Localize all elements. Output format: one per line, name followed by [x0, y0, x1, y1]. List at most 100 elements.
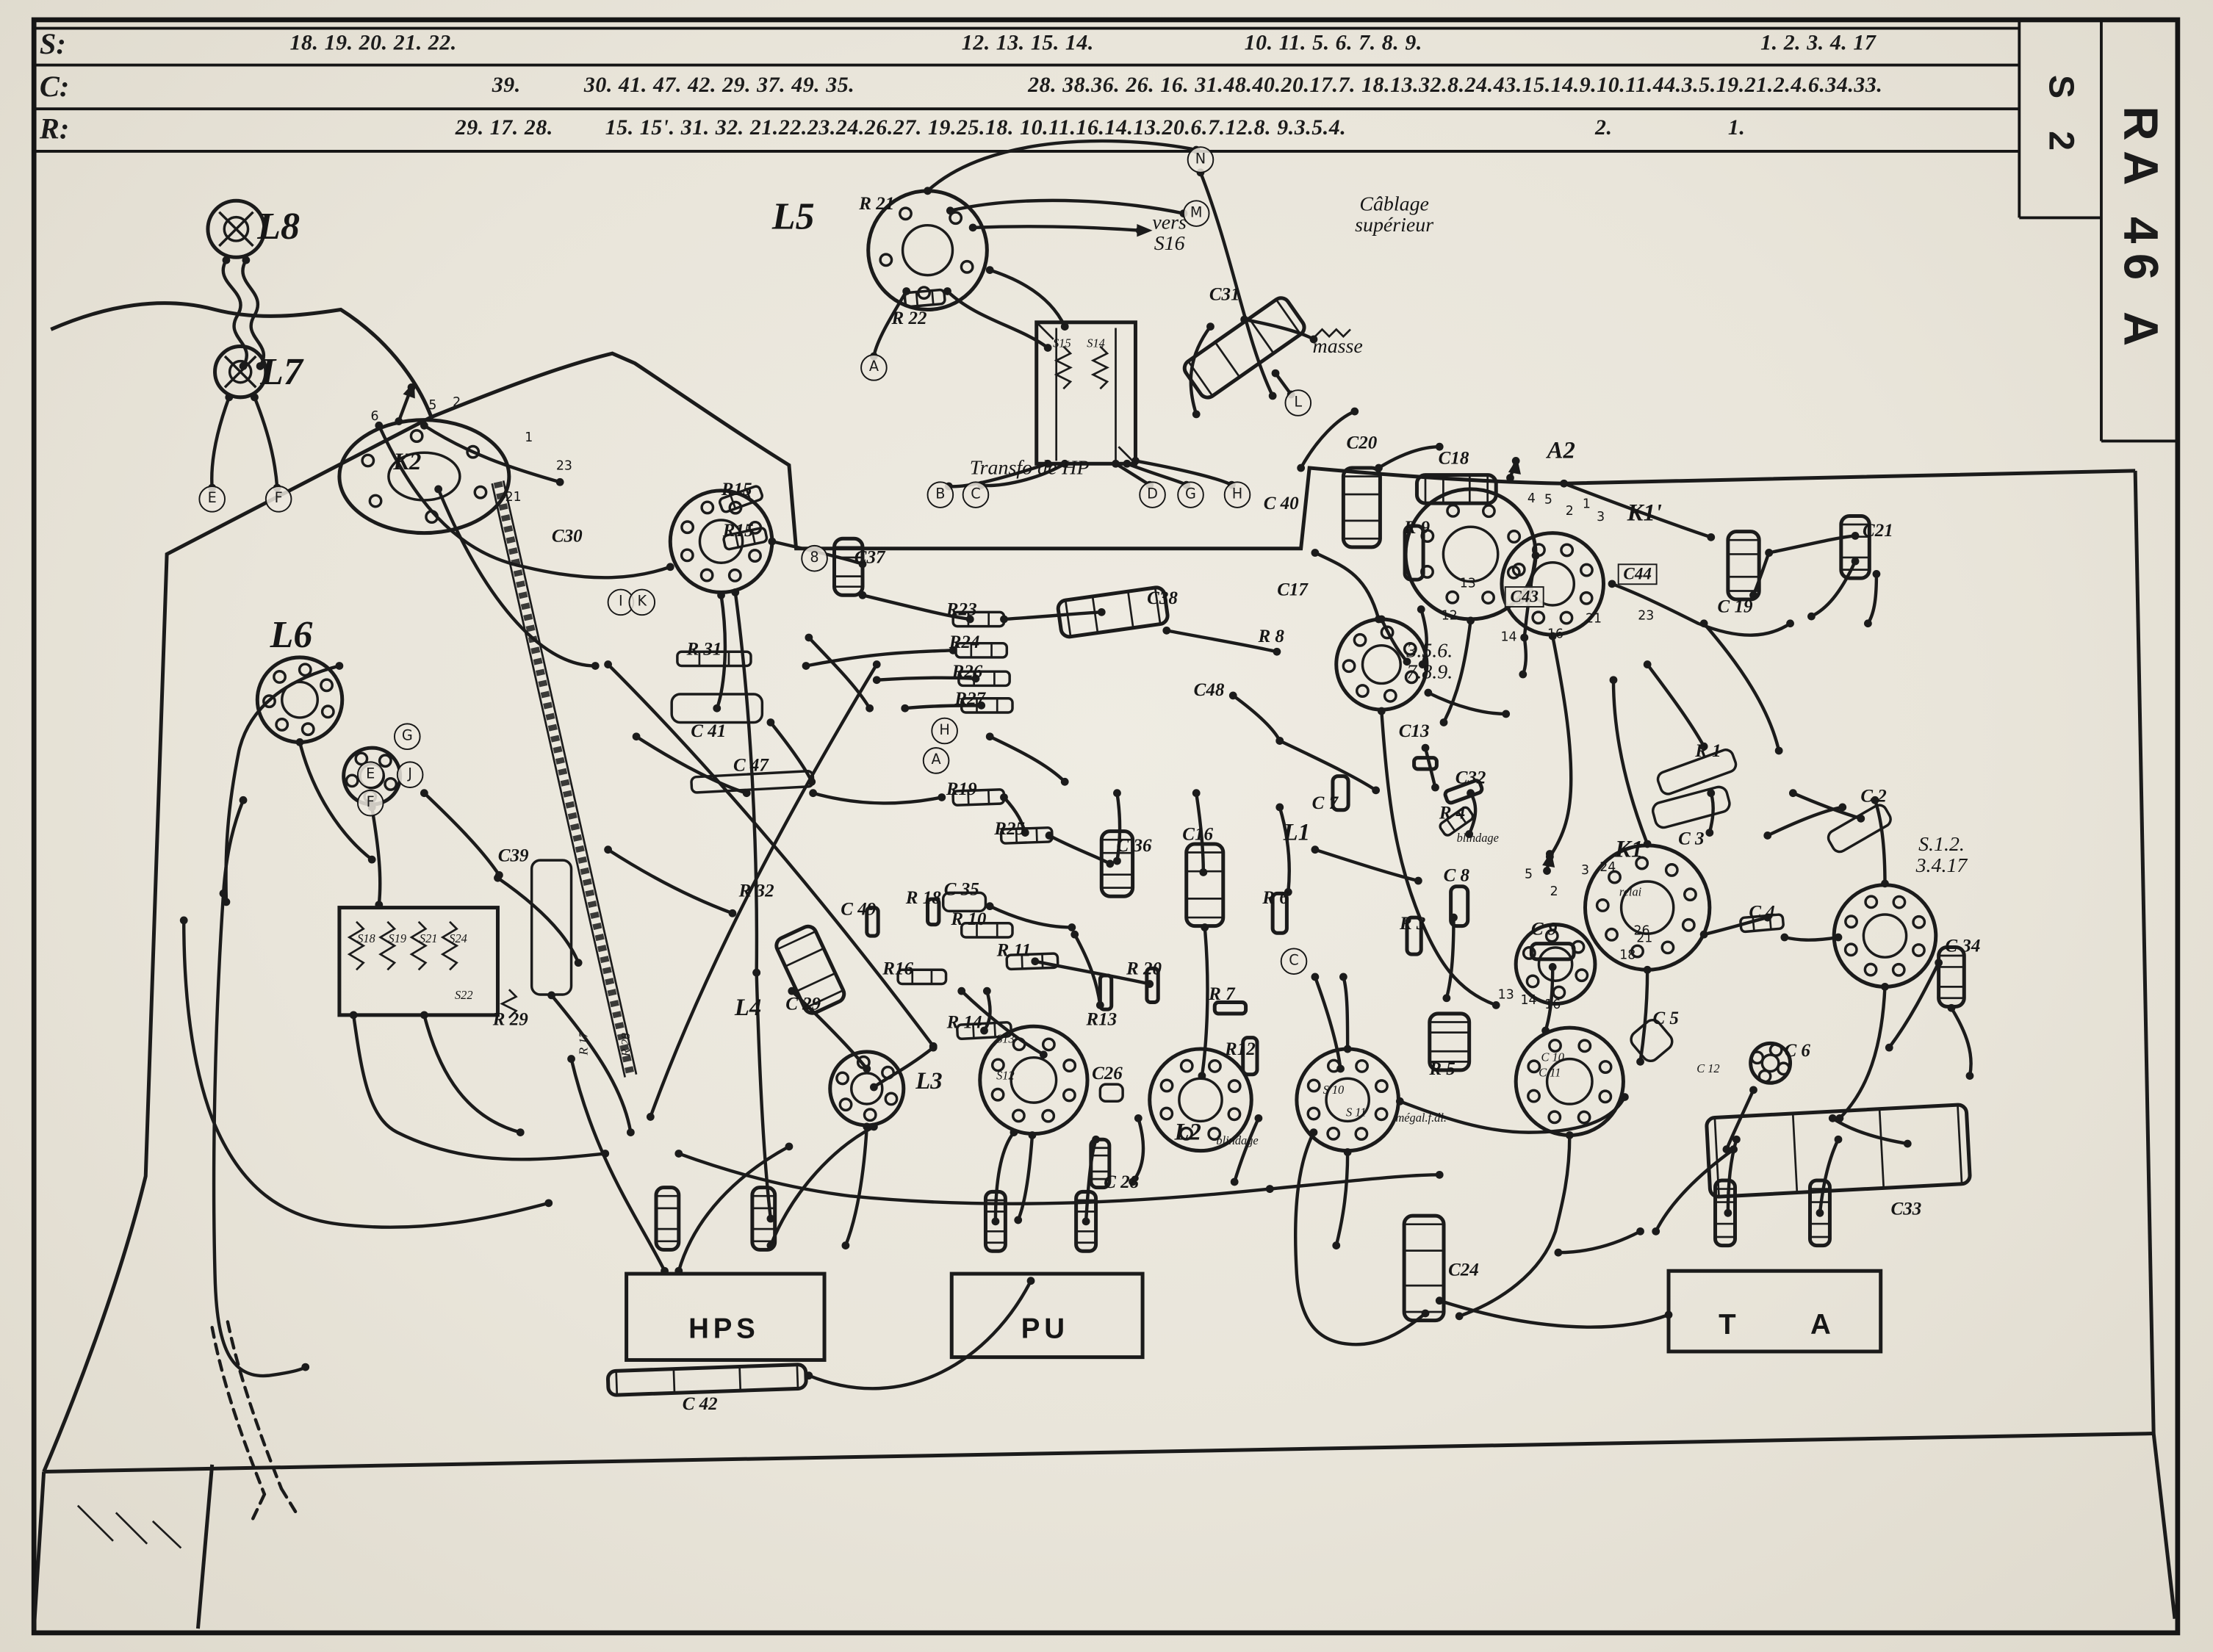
component-label: R15 — [721, 477, 752, 499]
terminal-letter: H — [1223, 481, 1251, 508]
component-label: A2 — [1547, 436, 1575, 464]
pin-number: 18 — [1619, 948, 1636, 964]
component-label: R 14 — [946, 1011, 982, 1033]
pin-number: 21 — [1636, 931, 1653, 947]
pin-number: 2 — [1565, 505, 1574, 519]
terminal-letter: 8 — [801, 544, 828, 572]
pin-number: 6 — [370, 410, 379, 425]
component-label: R 6 — [1262, 887, 1289, 908]
component-label: C 40 — [1263, 492, 1299, 513]
component-label: S21 — [419, 931, 438, 945]
terminal-letter: B — [926, 481, 954, 508]
sheet-number-box: S 2 — [2022, 23, 2098, 215]
terminal-letter: A — [922, 747, 950, 774]
component-label: C43 — [1504, 586, 1544, 607]
annotation-note: masse — [1312, 335, 1363, 358]
annotation-note: Câblage supérieur — [1355, 193, 1434, 238]
header-numbers: 1. 2. 3. 4. 17 — [1760, 31, 1876, 56]
pin-number: 21 — [505, 491, 522, 505]
component-label: C 42 — [682, 1393, 718, 1414]
header-row-label: R: — [39, 112, 70, 146]
component-label: L5 — [771, 195, 815, 238]
component-label: C24 — [1448, 1258, 1479, 1280]
pin-number: 14 — [1500, 630, 1517, 646]
component-label: C 11 — [1539, 1065, 1561, 1080]
component-label: C 7 — [1311, 792, 1339, 813]
terminal-board-label: T — [1719, 1310, 1741, 1341]
component-label: C37 — [854, 546, 885, 568]
header-numbers: 1. — [1727, 115, 1746, 140]
sheet-code: RA 46 A — [2113, 105, 2167, 356]
component-label: R 21 — [859, 192, 895, 214]
header-row-label: C: — [39, 69, 70, 104]
component-label: R 17 — [575, 1031, 591, 1056]
component-label: L6 — [270, 613, 313, 656]
header-numbers: 29. 17. 28. — [455, 115, 553, 140]
terminal-letter: J — [396, 761, 424, 788]
component-label: C48 — [1193, 679, 1225, 701]
component-label: C 12 — [1696, 1061, 1720, 1075]
component-label: C 6 — [1784, 1039, 1810, 1061]
header-numbers: 18. 19. 20. 21. 22. — [289, 31, 457, 56]
pin-number: 5 — [1544, 494, 1552, 508]
component-label: C 28 — [1104, 1170, 1140, 1192]
pin-number: 1 — [525, 431, 533, 446]
component-label: C 4 — [1749, 901, 1775, 923]
component-label: C 5 — [1652, 1006, 1679, 1028]
terminal-board-label: A — [1810, 1310, 1835, 1341]
component-label: K1' — [1627, 499, 1662, 527]
component-label: R 18 — [905, 887, 941, 908]
component-label: R 9 — [1403, 516, 1431, 538]
header-numbers: 2. — [1594, 115, 1613, 140]
annotation-note: S.1.2. 3.4.17 — [1915, 834, 1968, 879]
component-label: R15 — [722, 519, 754, 541]
component-label: R 29 — [492, 1008, 528, 1030]
pin-number: 24 — [1600, 861, 1616, 876]
annotation-note: 3.5.6. 7.8.9. — [1406, 640, 1453, 685]
component-label: C16 — [1182, 823, 1213, 845]
component-label: R13 — [1086, 1008, 1118, 1030]
pin-number: 13 — [1459, 577, 1476, 592]
sheet-number: S 2 — [2041, 75, 2081, 162]
component-label: S 11 — [1345, 1105, 1367, 1119]
component-label: R23 — [946, 598, 977, 620]
component-label: C20 — [1346, 431, 1378, 453]
terminal-letter: C — [1280, 948, 1308, 975]
component-label: C38 — [1147, 587, 1178, 608]
component-label: C 9 — [1530, 917, 1558, 939]
component-label: R 3 — [1399, 912, 1426, 934]
pin-number: 14 — [1520, 994, 1537, 1009]
component-label: C30 — [551, 524, 583, 547]
pin-number: 16 — [1544, 998, 1561, 1013]
component-label: S22 — [454, 987, 473, 1002]
component-label: C31 — [1209, 283, 1240, 305]
terminal-letter: G — [1177, 481, 1204, 508]
header-numbers: 15. 15'. 31. 32. 21.22.23.24.26.27. 19.2… — [605, 115, 1347, 140]
header-numbers: 10. 11. 5. 6. 7. 8. 9. — [1244, 31, 1422, 56]
terminal-letter: K — [628, 588, 656, 616]
header-numbers: 28. 38.36. 26. 16. 31.48.40.20.17.7. 18.… — [1028, 73, 1883, 98]
component-label: S24 — [449, 931, 467, 945]
annotation-note: vers S16 — [1152, 212, 1187, 256]
component-label: C 35 — [943, 878, 979, 900]
terminal-letter: A — [860, 354, 888, 381]
component-label: S 10 — [1323, 1082, 1345, 1097]
component-label: S15 — [1053, 336, 1071, 350]
component-label: mégal.f.dl. — [1395, 1110, 1447, 1125]
component-label: S12 — [996, 1068, 1015, 1083]
component-label: L3 — [915, 1067, 943, 1094]
terminal-letter: E — [198, 486, 226, 513]
terminal-letter: C — [962, 481, 990, 508]
component-label: C21 — [1863, 519, 1893, 541]
header-numbers: 39. — [492, 73, 521, 98]
pin-number: 1 — [1582, 498, 1591, 513]
component-label: R 1 — [1695, 739, 1721, 761]
component-label: R 8 — [1258, 625, 1284, 646]
component-label: S13 — [996, 1031, 1015, 1046]
component-label: C 8 — [1443, 864, 1470, 886]
pin-number: 26 — [1633, 925, 1650, 939]
component-label: C44 — [1617, 563, 1658, 585]
terminal-letter: F — [356, 789, 384, 817]
